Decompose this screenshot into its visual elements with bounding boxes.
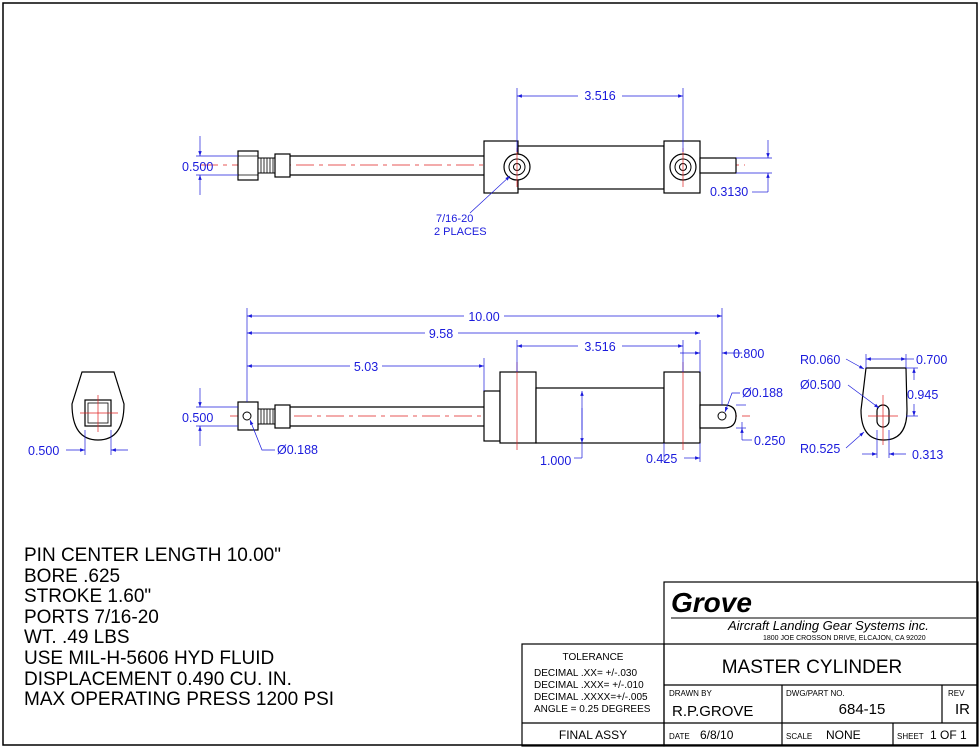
- date-value: 6/8/10: [700, 728, 734, 742]
- spec-note: MAX OPERATING PRESS 1200 PSI: [24, 689, 335, 711]
- company-logo: Grove: [671, 587, 752, 618]
- sheet-label: SHEET: [897, 732, 924, 741]
- side-dim-rod-end-height: 0.500: [182, 411, 213, 425]
- side-dim-eye-length: 0.800: [733, 347, 764, 361]
- spec-note: WT. .49 LBS: [24, 627, 130, 649]
- spec-note: BORE .625: [24, 565, 121, 587]
- spec-note: STROKE 1.60": [24, 586, 152, 608]
- side-dim-eye-hole: Ø0.188: [742, 386, 783, 400]
- sheet-value: 1 OF 1: [930, 728, 967, 742]
- drawn-by-value: R.P.GROVE: [672, 703, 753, 720]
- drawing-title: MASTER CYLINDER: [722, 657, 903, 678]
- title-block: [521, 581, 979, 747]
- rev-label: REV: [948, 689, 965, 698]
- right-dim-hole-dia: Ø0.500: [800, 378, 841, 392]
- right-dim-radius-small: R0.060: [800, 353, 840, 367]
- side-view: 10.00 9.58 5.03 3.516 0.800 0.500 Ø0.188…: [182, 308, 785, 468]
- side-dim-rod-end-hole: Ø0.188: [277, 443, 318, 457]
- top-view: 3.516 0.500 0.3130 7/16-20 2 PLACES: [182, 88, 772, 238]
- right-dim-radius-large: R0.525: [800, 442, 840, 456]
- spec-notes: PIN CENTER LENGTH 10.00" BORE .625 STROK…: [24, 545, 335, 711]
- tolerance-line: DECIMAL .XXXX=+/-.005: [534, 692, 648, 703]
- drawn-by-label: DRAWN BY: [669, 689, 712, 698]
- company-name: Aircraft Landing Gear Systems inc.: [727, 618, 929, 633]
- side-dim-body-offset: 5.03: [354, 360, 378, 374]
- left-end-view: 0.500: [28, 371, 128, 458]
- port-label-size: 7/16-20: [436, 213, 473, 225]
- side-dim-body-height: 1.000: [540, 454, 571, 468]
- top-dim-length: 3.516: [584, 89, 615, 103]
- side-dim-overall: 10.00: [468, 310, 499, 324]
- date-label: DATE: [669, 732, 690, 741]
- part-no-value: 684-15: [839, 701, 886, 718]
- tolerance-line: ANGLE = 0.25 DEGREES: [534, 704, 651, 715]
- spec-note: DISPLACEMENT 0.490 CU. IN.: [24, 668, 292, 690]
- assy-label: FINAL ASSY: [559, 728, 627, 742]
- top-dim-eye-height: 0.3130: [710, 185, 748, 199]
- scale-value: NONE: [826, 728, 861, 742]
- tolerance-line: DECIMAL .XXX= +/-.010: [534, 680, 644, 691]
- left-dim-width: 0.500: [28, 444, 59, 458]
- company-address: 1800 JOE CROSSON DRIVE, ELCAJON, CA 9202…: [763, 635, 926, 642]
- part-no-label: DWG/PART NO.: [786, 689, 845, 698]
- tolerance-line: DECIMAL .XX= +/-.030: [534, 668, 637, 679]
- tolerance-heading: TOLERANCE: [563, 652, 624, 663]
- right-dim-height: 0.945: [907, 388, 938, 402]
- spec-note: USE MIL-H-5606 HYD FLUID: [24, 647, 275, 669]
- side-dim-eye-thickness: 0.250: [754, 434, 785, 448]
- port-label-count: 2 PLACES: [434, 226, 487, 238]
- spec-note: PIN CENTER LENGTH 10.00": [24, 545, 281, 566]
- right-dim-width-top: 0.700: [916, 353, 947, 367]
- rev-value: IR: [955, 701, 970, 718]
- side-dim-body-flange: 0.425: [646, 452, 677, 466]
- right-dim-width-bottom: 0.313: [912, 448, 943, 462]
- right-end-view: 0.700 R0.060 Ø0.500 0.945 R0.525 0.313: [800, 353, 947, 462]
- side-dim-extended: 9.58: [429, 327, 453, 341]
- side-dim-port-spacing: 3.516: [584, 340, 615, 354]
- scale-label: SCALE: [786, 732, 812, 741]
- spec-note: PORTS 7/16-20: [24, 606, 159, 628]
- top-dim-rod-height: 0.500: [182, 160, 213, 174]
